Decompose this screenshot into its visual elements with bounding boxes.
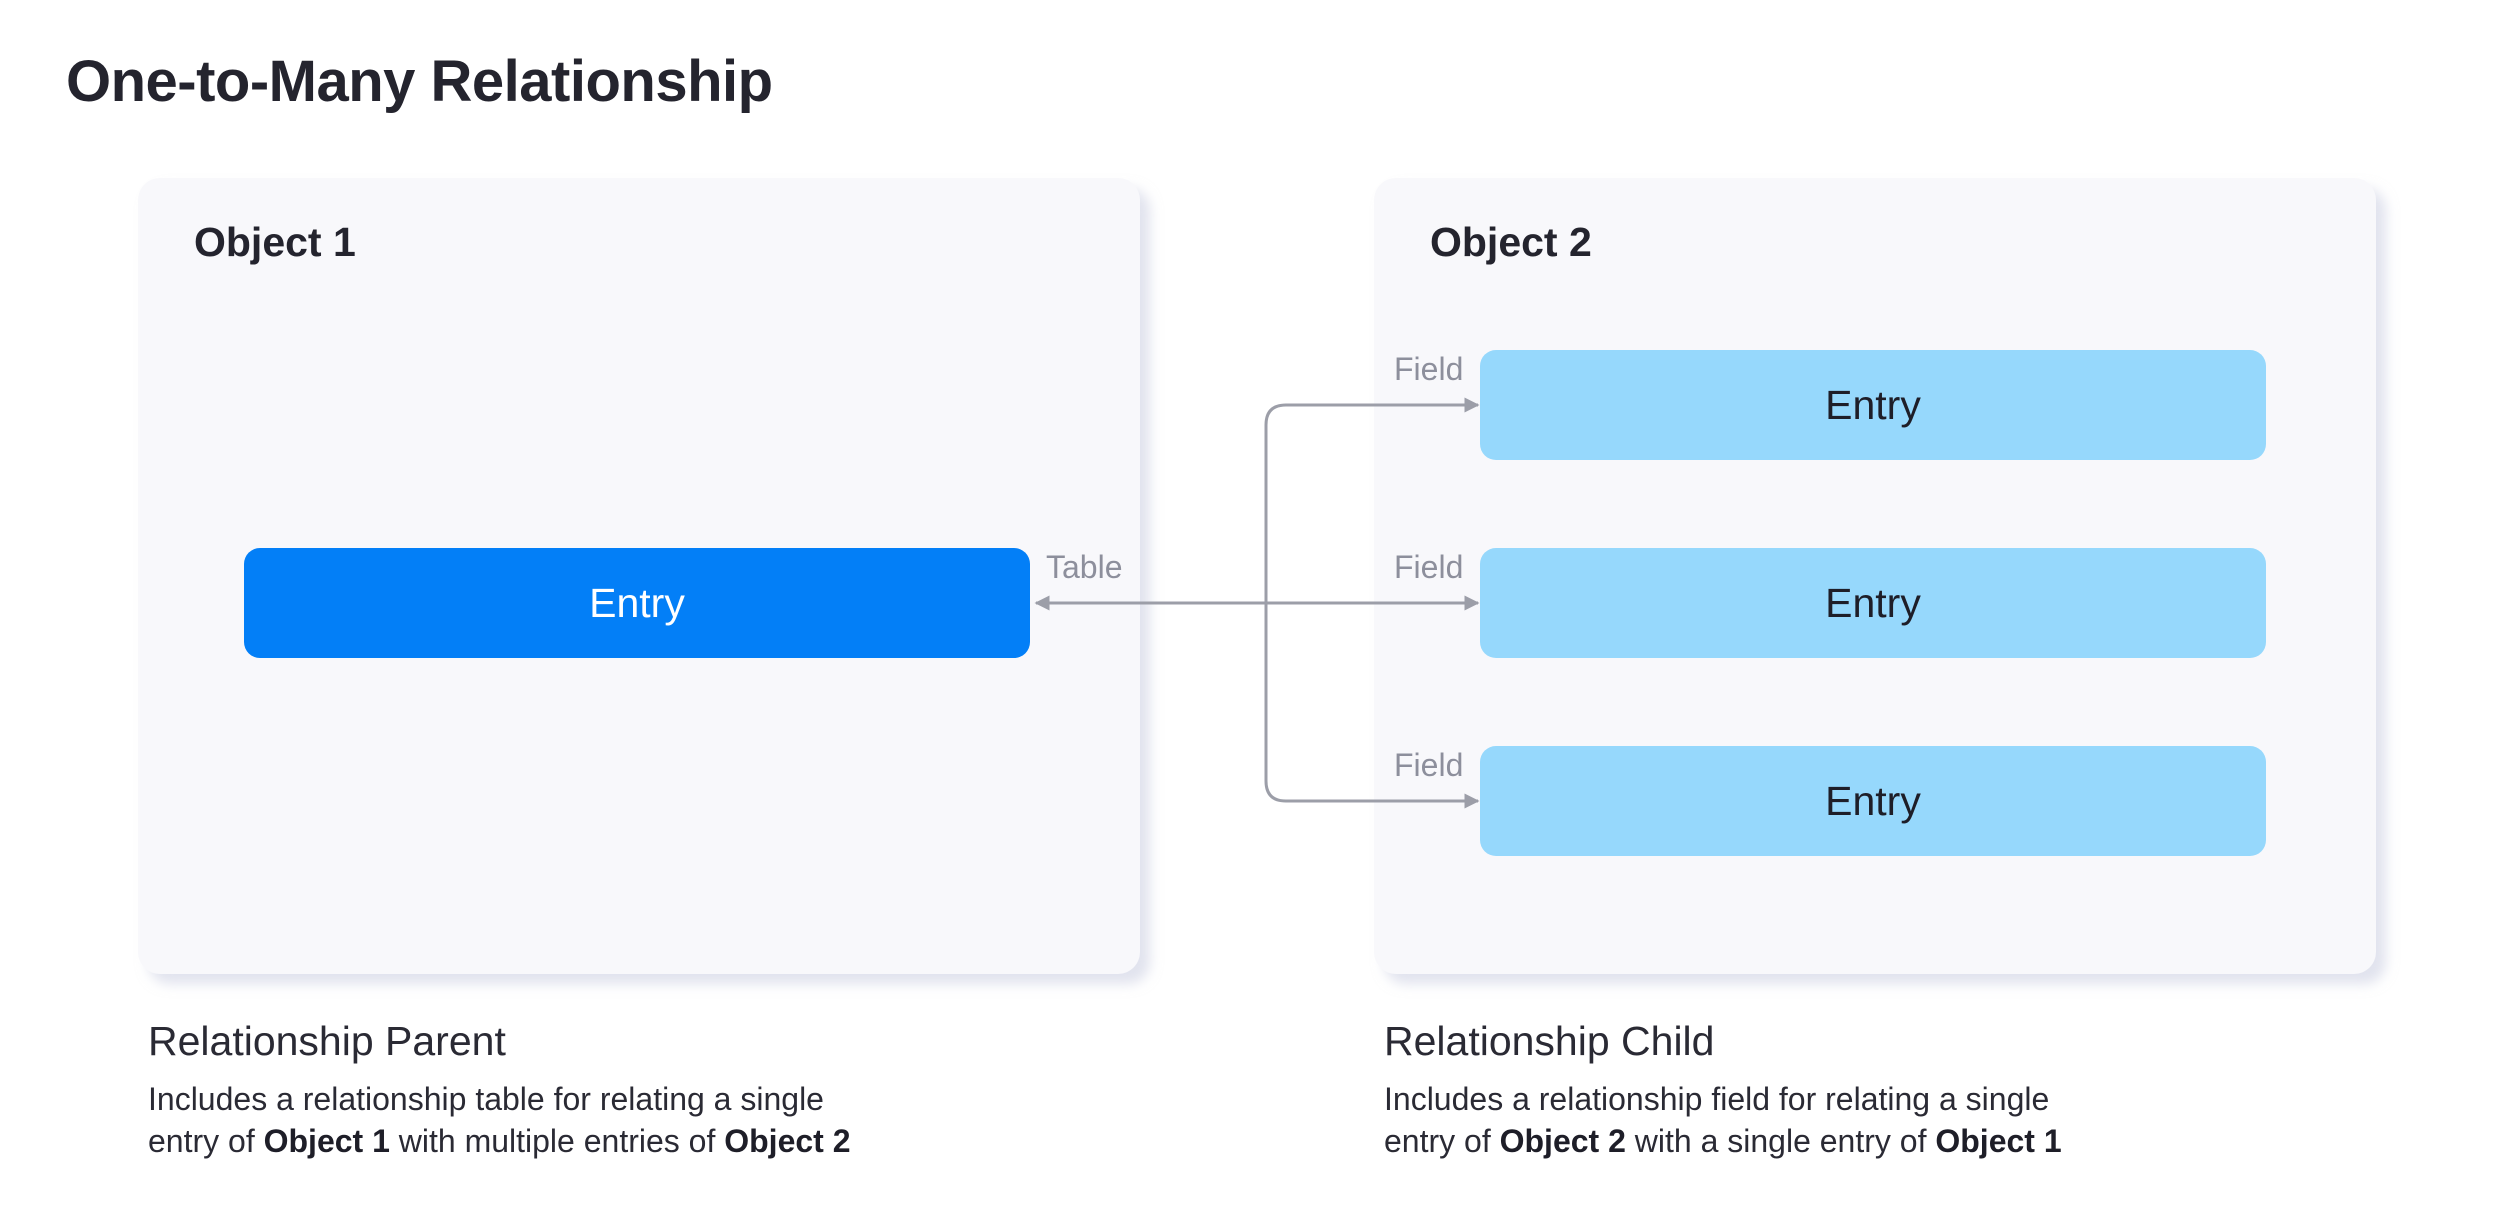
lower-field-connector	[1264, 603, 1480, 809]
child-caption-heading: Relationship Child	[1384, 1018, 1715, 1064]
parent-caption-heading: Relationship Parent	[148, 1018, 506, 1064]
object-2-title: Object 2	[1430, 219, 1592, 265]
page-title: One-to-Many Relationship	[66, 49, 773, 114]
child-caption: Relationship Child Includes a relationsh…	[1384, 1016, 2144, 1162]
field-label-1: Field	[1394, 351, 1464, 387]
parent-caption: Relationship Parent Includes a relations…	[148, 1016, 908, 1162]
object-1-title: Object 1	[194, 219, 356, 265]
object-1-entry: Entry	[244, 548, 1030, 658]
parent-caption-text: Includes a relationship table for relati…	[148, 1081, 851, 1159]
table-label: Table	[1046, 549, 1123, 585]
field-label-3: Field	[1394, 747, 1464, 783]
upper-field-connector	[1264, 397, 1480, 603]
object-2-entry-1: Entry	[1480, 350, 2266, 460]
object-2-entry-3: Entry	[1480, 746, 2266, 856]
object-2-entry-2: Entry	[1480, 548, 2266, 658]
child-caption-text: Includes a relationship field for relati…	[1384, 1081, 2062, 1159]
field-label-2: Field	[1394, 549, 1464, 585]
